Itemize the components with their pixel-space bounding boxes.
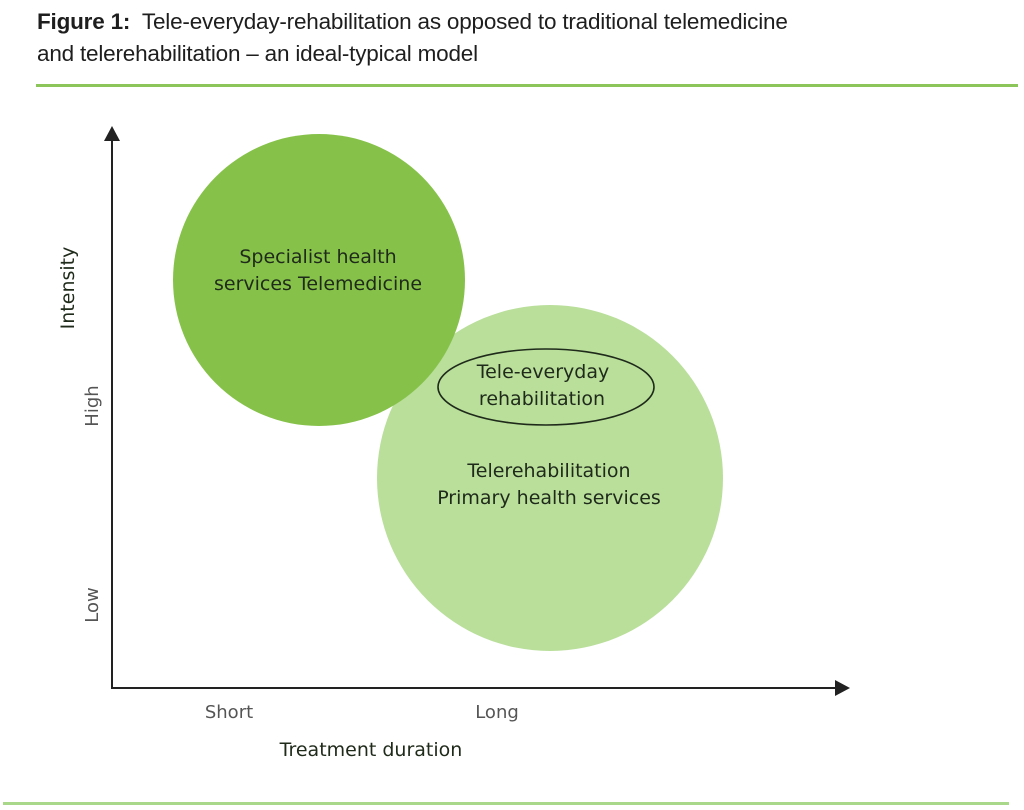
y-axis-arrow-icon [104, 126, 120, 141]
top-divider [36, 84, 1018, 87]
figure-label: Figure 1: [37, 9, 131, 34]
figure-title: Figure 1: Tele-everyday-rehabilitation a… [37, 6, 997, 70]
primary-label-line-1: Telerehabilitation [466, 460, 630, 482]
tele-everyday-ellipse [437, 348, 655, 426]
figure-title-line-1: Figure 1: Tele-everyday-rehabilitation a… [37, 6, 997, 38]
y-axis-title: Intensity [57, 247, 79, 330]
y-tick-low: Low [82, 587, 103, 622]
bottom-divider [3, 802, 1009, 805]
tele-everyday-label-line-2: rehabilitation [479, 388, 605, 410]
tele-everyday-label-line-1: Tele-everyday [476, 361, 610, 383]
primary-health-circle [377, 305, 723, 651]
primary-label-line-2: Primary health services [437, 487, 661, 509]
specialist-label-line-2: services Telemedicine [214, 273, 422, 295]
x-tick-long: Long [475, 702, 519, 723]
figure-title-text-1: Tele-everyday-rehabilitation as opposed … [141, 9, 788, 34]
y-tick-high: High [82, 385, 103, 426]
x-axis-title: Treatment duration [279, 739, 463, 761]
specialist-label-line-1: Specialist health [239, 246, 396, 268]
specialist-health-circle [173, 134, 465, 426]
x-axis-arrow-icon [835, 680, 850, 696]
figure-title-line-2: and telerehabilitation – an ideal-typica… [37, 41, 478, 66]
x-tick-short: Short [205, 702, 253, 723]
